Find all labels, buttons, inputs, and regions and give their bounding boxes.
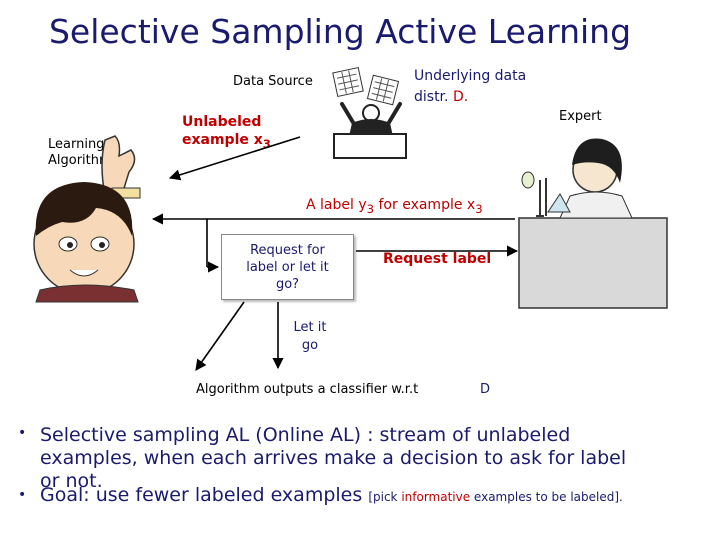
outputs-d-label: D <box>480 382 491 397</box>
note-word: informative <box>401 490 471 504</box>
decision-line2: label or let it <box>246 260 329 275</box>
let-it-go-line2: go <box>301 338 319 353</box>
unlabeled-line2: example x3 <box>182 131 271 153</box>
label-sub2: 3 <box>475 201 483 216</box>
decision-line3: go? <box>275 277 300 292</box>
expert-label: Expert <box>559 109 602 124</box>
learning-algorithm-line2: Algorithm <box>48 153 112 168</box>
label-for-mid: for example x <box>374 197 476 213</box>
bullet-dot-1: • <box>18 425 27 441</box>
label-for-example: A label y3 for example x3 <box>306 197 483 216</box>
let-it-go-line1: Let it <box>293 320 327 335</box>
note-post: examples to be labeled]. <box>470 490 623 504</box>
request-label: Request label <box>383 251 492 267</box>
unlabeled-text: example x <box>182 132 263 148</box>
label-sub: 3 <box>366 201 375 216</box>
bullet-2: • Goal: use fewer labeled examples [pick… <box>18 484 718 509</box>
label-for-text: A label y <box>306 197 367 213</box>
unlabeled-arrow <box>168 136 301 181</box>
learning-algorithm-line1: Learning <box>48 137 105 152</box>
bullet-2-text: Goal: use fewer labeled examples <box>40 484 363 506</box>
decision-line1: Request for <box>250 243 325 258</box>
decision-box: Request for label or let it go? <box>221 234 354 300</box>
bullet-dot-2: • <box>18 487 27 503</box>
unlabeled-sub: 3 <box>262 136 271 151</box>
distr-symbol: D. <box>452 89 469 105</box>
outputs-label: Algorithm outputs a classifier w.r.t <box>196 382 419 397</box>
underlying-data-line1: Underlying data <box>414 68 527 84</box>
bullet-1-line1: Selective sampling AL (Online AL) : stre… <box>40 424 571 446</box>
let-it-go-label: Let it go <box>287 319 333 355</box>
distr-prefix: distr. <box>414 89 449 105</box>
page-title: Selective Sampling Active Learning <box>48 12 632 51</box>
note-text: [pick informative examples to be labeled… <box>368 490 623 504</box>
underlying-data-line2: distr. D. <box>414 87 526 108</box>
data-source-label: Data Source <box>233 74 313 89</box>
learning-algorithm-label: Learning Algorithm <box>48 137 112 169</box>
bullet-1-line3: or not. <box>40 470 103 492</box>
unlabeled-example-label: Unlabeled example x3 <box>182 113 271 153</box>
classifier-arrow <box>195 301 245 371</box>
bullet-1: • Selective sampling AL (Online AL) : st… <box>18 424 658 493</box>
bullet-1-line2: examples, when each arrives make a decis… <box>40 447 627 469</box>
underlying-data-label: Underlying data distr. D. <box>414 66 526 108</box>
data-source-figure-icon <box>332 66 407 159</box>
expert-figure-icon <box>518 138 668 309</box>
note-pre: [pick <box>368 490 402 504</box>
learner-figure-icon <box>33 135 141 303</box>
unlabeled-line1: Unlabeled <box>182 114 262 130</box>
